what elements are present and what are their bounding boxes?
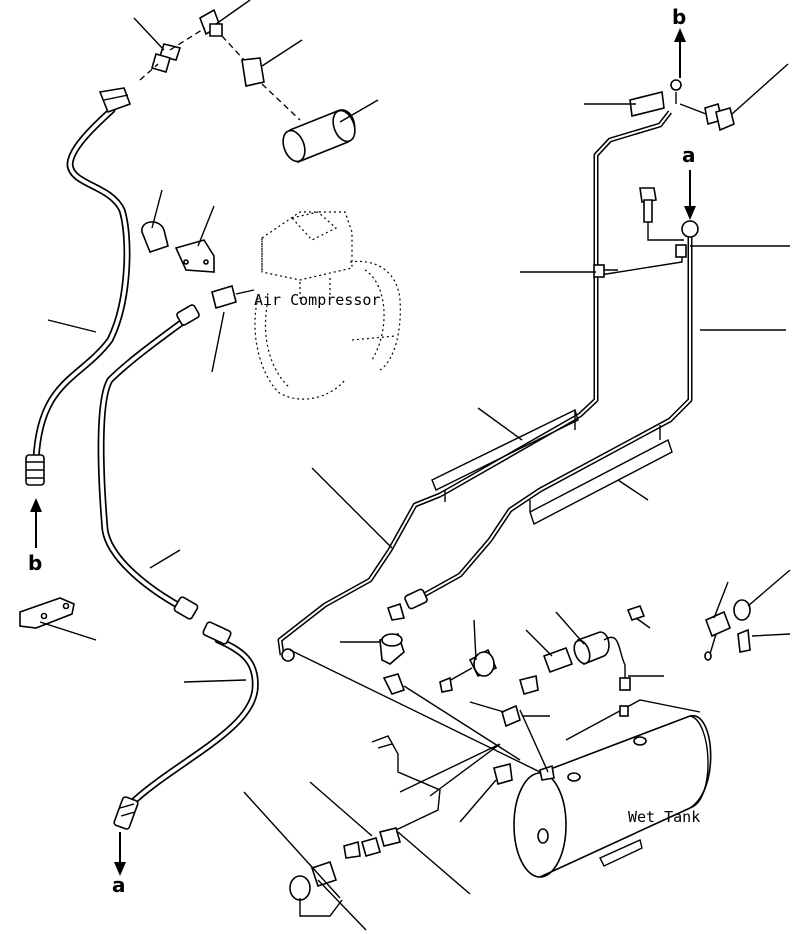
wet-tank-label: Wet Tank [628, 808, 700, 826]
air-compressor [254, 211, 401, 400]
center-fittings [379, 602, 651, 785]
bracket-angle [174, 239, 215, 273]
compressor-fitting [211, 284, 237, 310]
center-flex-hose [97, 304, 200, 620]
wet-tank [513, 699, 712, 878]
clip-plate-upper [431, 409, 579, 491]
metal-air-lines [277, 110, 699, 662]
bolt-upper-mid [639, 187, 657, 223]
bracket-top-right [629, 91, 665, 117]
ref-b-top: b [672, 5, 686, 29]
bracket-left [19, 597, 75, 629]
ref-arrow-b-left: b [28, 498, 42, 575]
lower-flex-hose [113, 621, 259, 830]
ref-a-top: a [682, 143, 696, 167]
leader-lines [39, 0, 791, 931]
air-compressor-label: Air Compressor [254, 291, 380, 309]
ref-arrow-b-top: b [672, 5, 686, 78]
clip-plate-lower [529, 438, 673, 526]
ref-arrow-a-bottom: a [112, 832, 126, 897]
drain-valve [289, 735, 441, 917]
ref-a-bottom: a [112, 873, 126, 897]
left-flex-hose [25, 87, 132, 486]
bolt-top-right [670, 79, 735, 132]
ref-b-left: b [28, 551, 42, 575]
top-fittings [139, 8, 356, 164]
hose-clip [141, 221, 169, 253]
ref-arrow-a-top: a [682, 143, 696, 220]
pressure-switch [704, 599, 751, 661]
